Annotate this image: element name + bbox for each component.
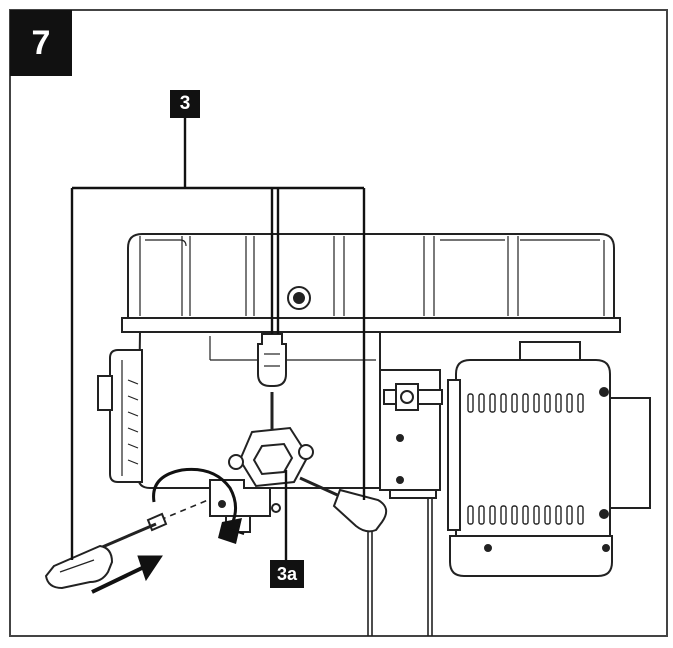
column-lines	[367, 490, 433, 636]
cover-knob	[287, 286, 311, 310]
insert-arrow	[91, 555, 163, 594]
head-casting	[97, 331, 381, 489]
detached-handle	[44, 499, 209, 590]
feed-hub	[209, 333, 388, 533]
rotation-arrow-icon	[152, 467, 245, 544]
collar-lock-screw	[383, 383, 443, 411]
callout-label-3a: 3a	[270, 560, 304, 588]
step-number-badge: 7	[10, 10, 72, 76]
belt-cover	[121, 233, 621, 333]
motor	[447, 341, 651, 577]
callout-3-leader	[70, 118, 366, 560]
callout-label-3: 3	[170, 90, 200, 118]
